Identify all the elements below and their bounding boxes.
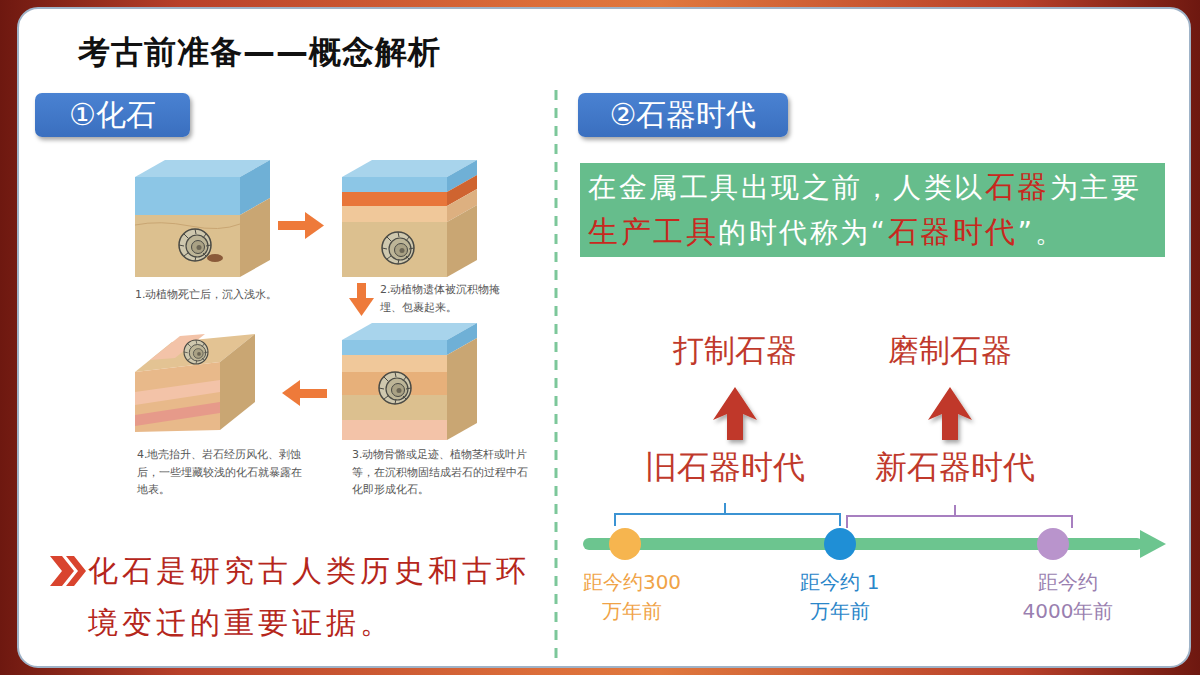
time-point: 距今约 4000年前: [1014, 568, 1122, 626]
illustration-part: [135, 380, 220, 405]
time-point: 距今约300 万年前: [578, 568, 686, 626]
illustration-part: [342, 340, 447, 355]
illustration-part: [382, 232, 414, 264]
tool-type: 磨制石器: [860, 330, 1040, 370]
illustration-part: [447, 205, 477, 277]
illustration-part: [824, 528, 856, 560]
illustration-part: [135, 215, 240, 277]
section-header: ②石器时代: [578, 93, 788, 137]
step-caption: 1.动植物死亡后，沉入浅水。: [135, 286, 310, 304]
section-header: ①化石: [35, 93, 190, 137]
illustration-part: [184, 340, 208, 364]
illustration-part: [179, 229, 211, 261]
illustration-part: [240, 198, 270, 277]
divider: [555, 90, 558, 662]
illustration-part: [379, 372, 411, 404]
period-name: 新石器时代: [845, 447, 1065, 489]
illustration-part: [220, 334, 255, 430]
node-text: ①化石: [69, 95, 156, 136]
step-arrow: [349, 283, 374, 316]
illustration-part: [1037, 528, 1069, 560]
period-bracket: [847, 505, 1072, 528]
illustration-part: [342, 355, 447, 372]
illustration-part: [278, 221, 306, 230]
page-title: 考古前准备——概念解析: [78, 33, 441, 71]
key-statement: 化石是研究古人类历史和古环境变迁的重要证据。: [88, 545, 550, 649]
definition-box: 在金属工具出现之前，人类以石器为主要生产工具的时代称为“石器时代”。: [580, 163, 1165, 257]
step-caption: 4.地壳抬升、岩石经历风化、剥蚀后，一些埋藏较浅的化石就暴露在地表。: [137, 446, 302, 499]
highlight-term: 石器: [985, 169, 1050, 204]
fossil-block: [135, 334, 255, 432]
illustration-part: [207, 254, 223, 262]
highlight-term: 石器时代: [888, 214, 1018, 249]
fossil-block: [342, 160, 477, 277]
card: [18, 8, 1190, 667]
illustration-part: [609, 528, 641, 560]
illustration-part: [305, 212, 324, 239]
illustration-part: [342, 222, 447, 277]
time-point: 距今约 1 万年前: [792, 568, 888, 626]
illustration-part: [928, 387, 972, 440]
illustration-part: [342, 177, 447, 192]
illustration-part: [342, 420, 447, 440]
up-arrow: [928, 387, 972, 440]
illustration-part: [135, 177, 240, 215]
up-arrow: [713, 387, 757, 440]
illustration-part: [282, 380, 300, 406]
highlight-term: 生产工具: [588, 214, 718, 249]
illustration-part: [349, 298, 374, 316]
timeline: [583, 528, 1166, 560]
illustration-part: [299, 389, 327, 398]
illustration-part: [713, 387, 757, 440]
fossil-block: [135, 160, 270, 277]
illustration-part: [135, 223, 240, 229]
illustration-part: [342, 192, 447, 206]
step-caption: 3.动物骨骼或足迹、植物茎杆或叶片等，在沉积物固结成岩石的过程中石化即形成化石。: [352, 446, 537, 499]
step-arrow: [282, 380, 327, 406]
period-name: 旧石器时代: [615, 447, 835, 489]
fossil-block: [342, 323, 477, 440]
bullet-icon: [50, 556, 86, 586]
illustration-part: [357, 283, 366, 299]
illustration-part: [135, 362, 220, 432]
tool-type: 打制石器: [645, 330, 825, 370]
node-text: 在金属工具出现之前，人类以石器为主要生产工具的时代称为“石器时代”。: [588, 165, 1157, 255]
illustration-part: [66, 556, 86, 586]
node-text: ②石器时代: [610, 95, 757, 136]
step-caption: 2.动植物遗体被沉积物掩埋、包裹起来。: [380, 281, 505, 316]
illustration-part: [342, 206, 447, 222]
illustration-part: [135, 402, 220, 426]
period-bracket: [615, 503, 840, 526]
illustration-part: [447, 338, 477, 440]
step-arrow: [278, 212, 324, 239]
illustration-part: [1140, 530, 1166, 558]
